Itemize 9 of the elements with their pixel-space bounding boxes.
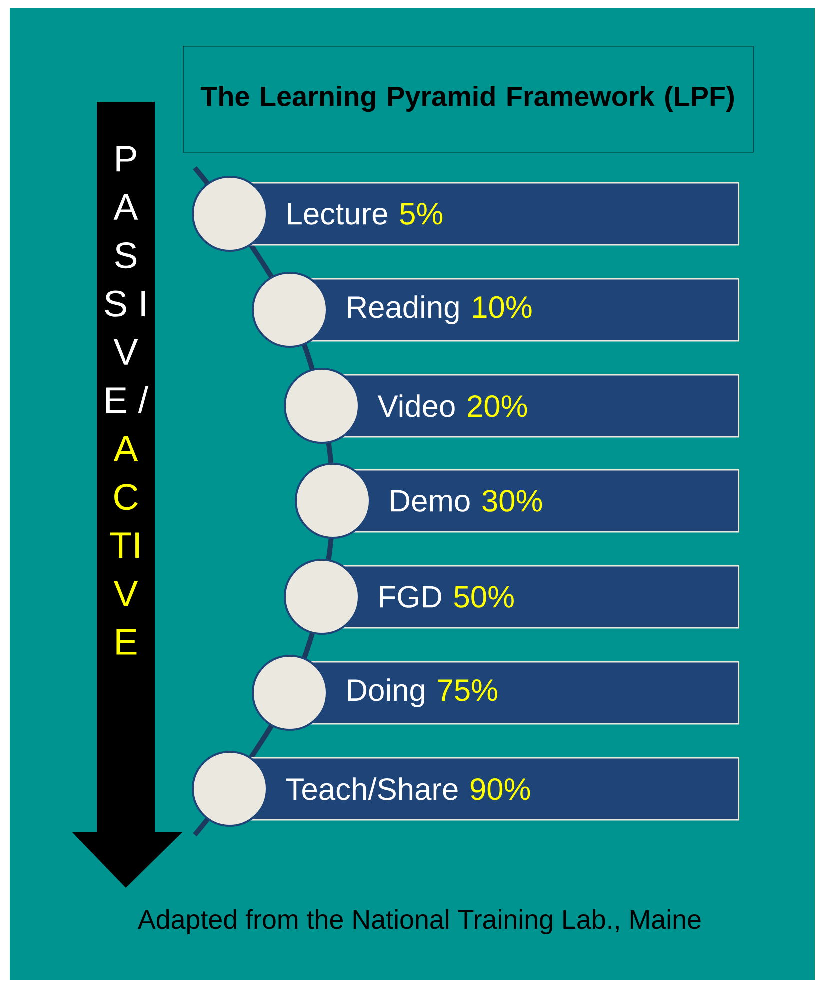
learning-level-bar: Doing 75% <box>252 655 740 731</box>
learning-level-bar: Lecture 5% <box>192 176 740 252</box>
learning-level-bar: Teach/Share 90% <box>192 751 740 827</box>
learning-level-bar: Demo 30% <box>295 463 740 539</box>
learning-level-bar: Reading 10% <box>252 272 740 348</box>
learning-level-bar: Video 20% <box>284 368 740 444</box>
caption: Adapted from the National Training Lab., Maine <box>138 909 701 935</box>
learning-level-bar: FGD 50% <box>284 559 740 635</box>
title-box: The Learning Pyramid Framework (LPF) <box>183 46 754 153</box>
